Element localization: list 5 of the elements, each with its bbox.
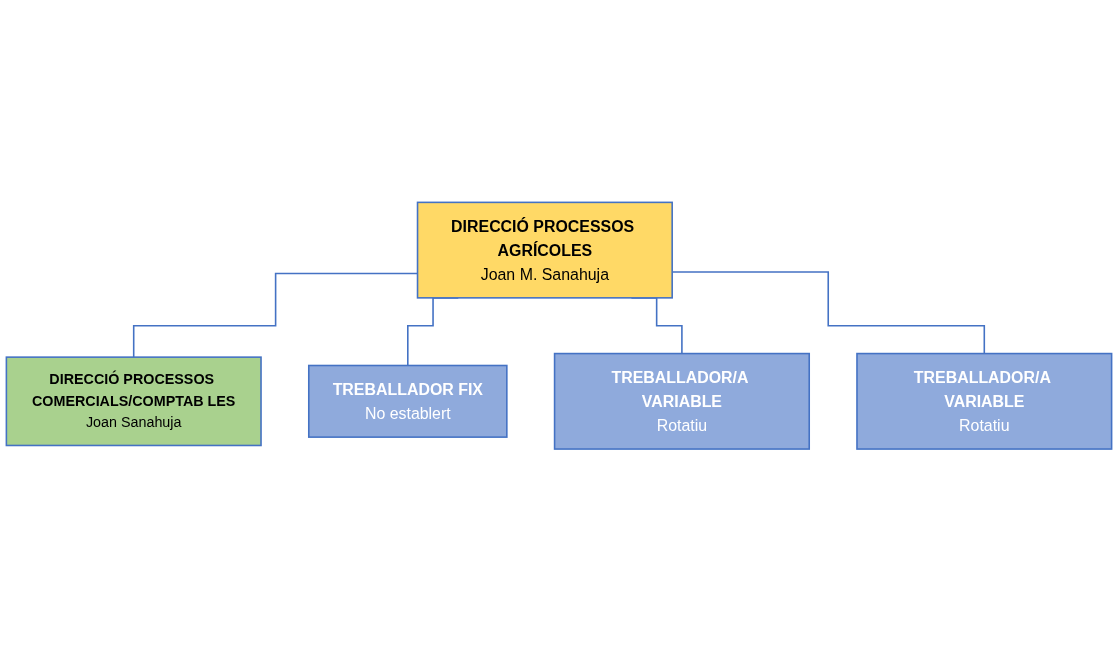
node-box: DIRECCIÓ PROCESSOS AGRÍCOLES Joan M. Sanahuja — [416, 201, 673, 299]
node-box: DIRECCIÓ PROCESSOS COMERCIALS/COMPTAB LES Joan Sanahuja — [5, 356, 262, 447]
node-box: TREBALLADOR/A VARIABLE Rotatiu — [553, 352, 811, 450]
node-box: TREBALLADOR FIX No establert — [307, 364, 508, 438]
node-box: TREBALLADOR/A VARIABLE Rotatiu — [856, 352, 1113, 450]
